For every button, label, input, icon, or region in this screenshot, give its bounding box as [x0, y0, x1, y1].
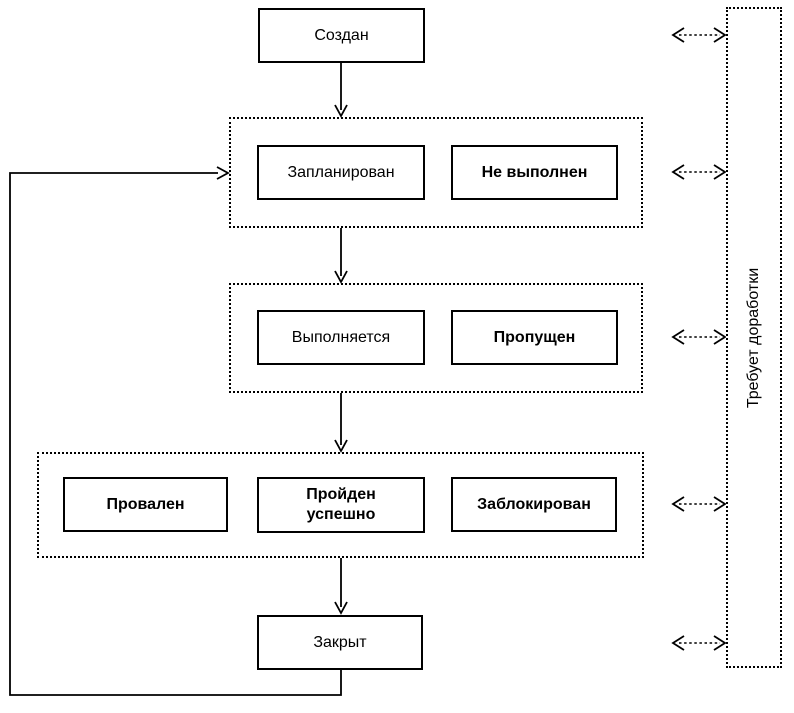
- arrowhead-left-icon: [671, 635, 685, 651]
- arrowhead-left-icon: [671, 27, 685, 43]
- edge-created-rework-double-arrow: [671, 27, 727, 43]
- node-created: Создан: [258, 8, 425, 63]
- rework-rail-label: Требует доработки: [745, 267, 762, 408]
- arrowhead-down-icon: [334, 601, 348, 615]
- node-failed: Провален: [63, 477, 228, 532]
- arrowhead-right-icon: [713, 27, 727, 43]
- edge-line: [9, 172, 342, 696]
- node-planned: Запланирован: [257, 145, 425, 200]
- edge-inprogress-to-result-group: [334, 393, 348, 453]
- node-in-progress: Выполняется: [257, 310, 425, 365]
- node-skipped: Пропущен: [451, 310, 618, 365]
- edge-planned-rework-double-arrow: [671, 164, 727, 180]
- in-progress-status-group: [229, 283, 643, 393]
- edge-planned-to-inprogress-group: [334, 228, 348, 284]
- arrowhead-left-icon: [671, 496, 685, 512]
- arrowhead-right-icon: [713, 635, 727, 651]
- arrowhead-down-icon: [334, 104, 348, 118]
- arrowhead-down-icon: [334, 270, 348, 284]
- arrowhead-right-icon: [713, 496, 727, 512]
- node-not-executed: Не выполнен: [451, 145, 618, 200]
- arrowhead-right-icon: [713, 329, 727, 345]
- node-closed: Закрыт: [257, 615, 423, 670]
- arrowhead-left-icon: [671, 329, 685, 345]
- node-passed: Пройден успешно: [257, 477, 425, 533]
- planned-status-group: [229, 117, 643, 228]
- edge-created-to-planned-group: [334, 63, 348, 118]
- arrowhead-left-icon: [671, 164, 685, 180]
- edge-result-to-closed: [334, 558, 348, 615]
- result-status-group: [37, 452, 644, 558]
- arrowhead-down-icon: [334, 439, 348, 453]
- node-rework-rail: Требует доработки: [726, 7, 782, 668]
- edge-result-rework-double-arrow: [671, 496, 727, 512]
- edge-inprogress-rework-double-arrow: [671, 329, 727, 345]
- node-blocked: Заблокирован: [451, 477, 617, 532]
- edge-closed-loop-to-planned-group: [9, 166, 342, 696]
- arrowhead-right-icon: [216, 166, 230, 180]
- arrowhead-right-icon: [713, 164, 727, 180]
- edge-closed-rework-double-arrow: [671, 635, 727, 651]
